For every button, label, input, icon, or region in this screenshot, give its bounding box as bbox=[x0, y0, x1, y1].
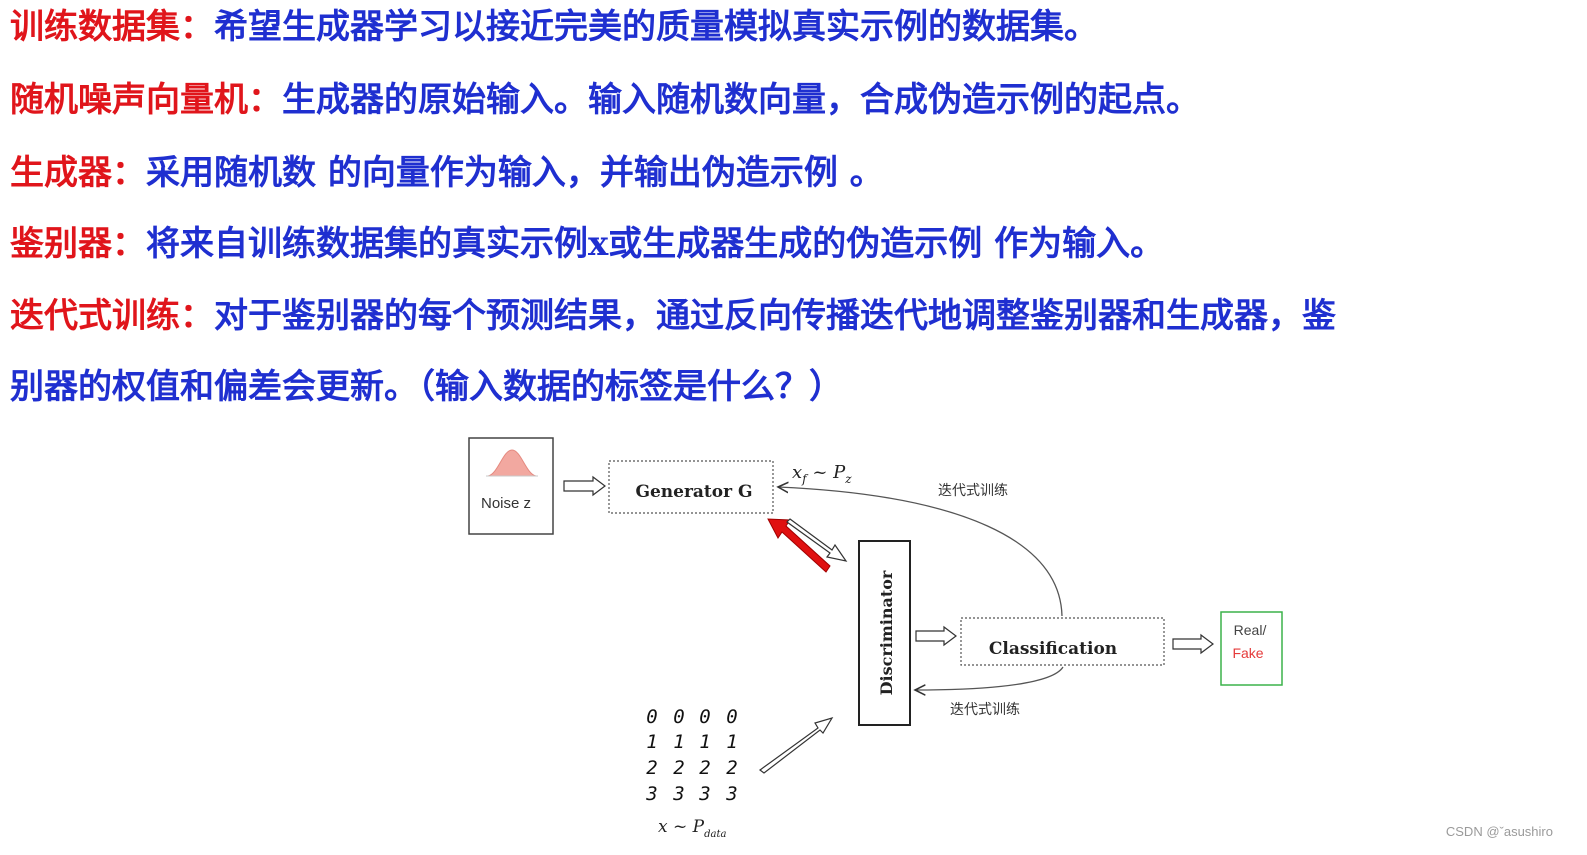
noise-box bbox=[468, 437, 554, 535]
digit: 0 bbox=[699, 706, 710, 728]
term-generator: 生成器： bbox=[10, 153, 146, 193]
discriminator-label: Discriminator bbox=[877, 570, 896, 695]
digit: 1 bbox=[726, 731, 737, 753]
noise-label: Noise z bbox=[481, 495, 531, 512]
digit: 2 bbox=[673, 757, 684, 779]
digit: 0 bbox=[673, 706, 684, 728]
desc-iterative-training-cont: 别器的权值和偏差会更新。（输入数据的标签是什么？） bbox=[10, 367, 843, 407]
feedback-curve-bottom bbox=[915, 666, 1064, 690]
line-discriminator: 鉴别器：将来自训练数据集的真实示例x或生成器生成的伪造示例 作为输入。 bbox=[10, 223, 1164, 265]
desc-discriminator: 将来自训练数据集的真实示例x或生成器生成的伪造示例 作为输入。 bbox=[146, 224, 1165, 264]
digit: 2 bbox=[726, 757, 737, 779]
real-fake-box bbox=[1220, 611, 1283, 686]
line-iterative-training: 迭代式训练：对于鉴别器的每个预测结果，通过反向传播迭代地调整鉴别器和生成器，鉴 bbox=[10, 295, 1336, 337]
arrow-discriminator-to-classification bbox=[915, 625, 957, 647]
line-iterative-training-cont: 别器的权值和偏差会更新。（输入数据的标签是什么？） bbox=[10, 366, 843, 408]
term-discriminator: 鉴别器： bbox=[10, 224, 146, 264]
arrow-noise-to-generator bbox=[563, 475, 606, 497]
digit: 3 bbox=[672, 783, 684, 805]
arrow-data-to-discriminator bbox=[758, 716, 834, 774]
digit: 2 bbox=[646, 757, 657, 779]
generator-box bbox=[608, 460, 774, 514]
line-training-dataset: 训练数据集：希望生成器学习以接近完美的质量模拟真实示例的数据集。 bbox=[10, 6, 1098, 48]
discriminator-box bbox=[858, 540, 911, 726]
line-noise-vector: 随机噪声向量机：生成器的原始输入。输入随机数向量，合成伪造示例的起点。 bbox=[10, 79, 1200, 121]
digit: 3 bbox=[698, 783, 710, 805]
desc-training-dataset: 希望生成器学习以接近完美的质量模拟真实示例的数据集。 bbox=[214, 7, 1098, 47]
term-noise-vector: 随机噪声向量机： bbox=[10, 80, 282, 120]
digit: 3 bbox=[645, 783, 657, 805]
fake-label: Fake bbox=[1232, 645, 1263, 661]
iter-label-bottom: 迭代式训练 bbox=[950, 702, 1020, 718]
digit: 2 bbox=[699, 757, 710, 779]
arrow-generator-to-discriminator bbox=[786, 518, 848, 562]
data-distribution-label: x ~ Pdata bbox=[658, 817, 726, 840]
digit: 3 bbox=[725, 783, 737, 805]
noise-distribution-icon bbox=[487, 449, 537, 477]
feedback-curve-top bbox=[778, 487, 1063, 617]
term-iterative-training: 迭代式训练： bbox=[10, 296, 214, 336]
real-label: Real/ bbox=[1234, 622, 1267, 638]
term-training-dataset: 训练数据集： bbox=[10, 7, 214, 47]
digit-samples: 0 0 0 0 1 1 1 1 2 2 2 2 3 3 3 3 bbox=[645, 706, 737, 805]
arrow-classification-to-output bbox=[1172, 633, 1214, 655]
iter-label-top: 迭代式训练 bbox=[938, 483, 1008, 499]
digit: 0 bbox=[726, 706, 737, 728]
watermark: CSDN @ˇasushiro bbox=[1445, 824, 1553, 839]
desc-generator: 采用随机数 的向量作为输入，并输出伪造示例 。 bbox=[146, 153, 884, 193]
generator-label: Generator G bbox=[635, 482, 752, 502]
digit: 1 bbox=[673, 731, 684, 753]
digit: 1 bbox=[699, 731, 710, 753]
fake-distribution-label: xf ~ Pz bbox=[792, 462, 852, 486]
digit: 1 bbox=[646, 731, 657, 753]
digit: 0 bbox=[646, 706, 657, 728]
classification-box bbox=[960, 617, 1165, 666]
desc-noise-vector: 生成器的原始输入。输入随机数向量，合成伪造示例的起点。 bbox=[282, 80, 1200, 120]
line-generator: 生成器：采用随机数 的向量作为输入，并输出伪造示例 。 bbox=[10, 152, 884, 194]
classification-label: Classification bbox=[989, 639, 1117, 659]
desc-iterative-training: 对于鉴别器的每个预测结果，通过反向传播迭代地调整鉴别器和生成器，鉴 bbox=[214, 296, 1336, 336]
